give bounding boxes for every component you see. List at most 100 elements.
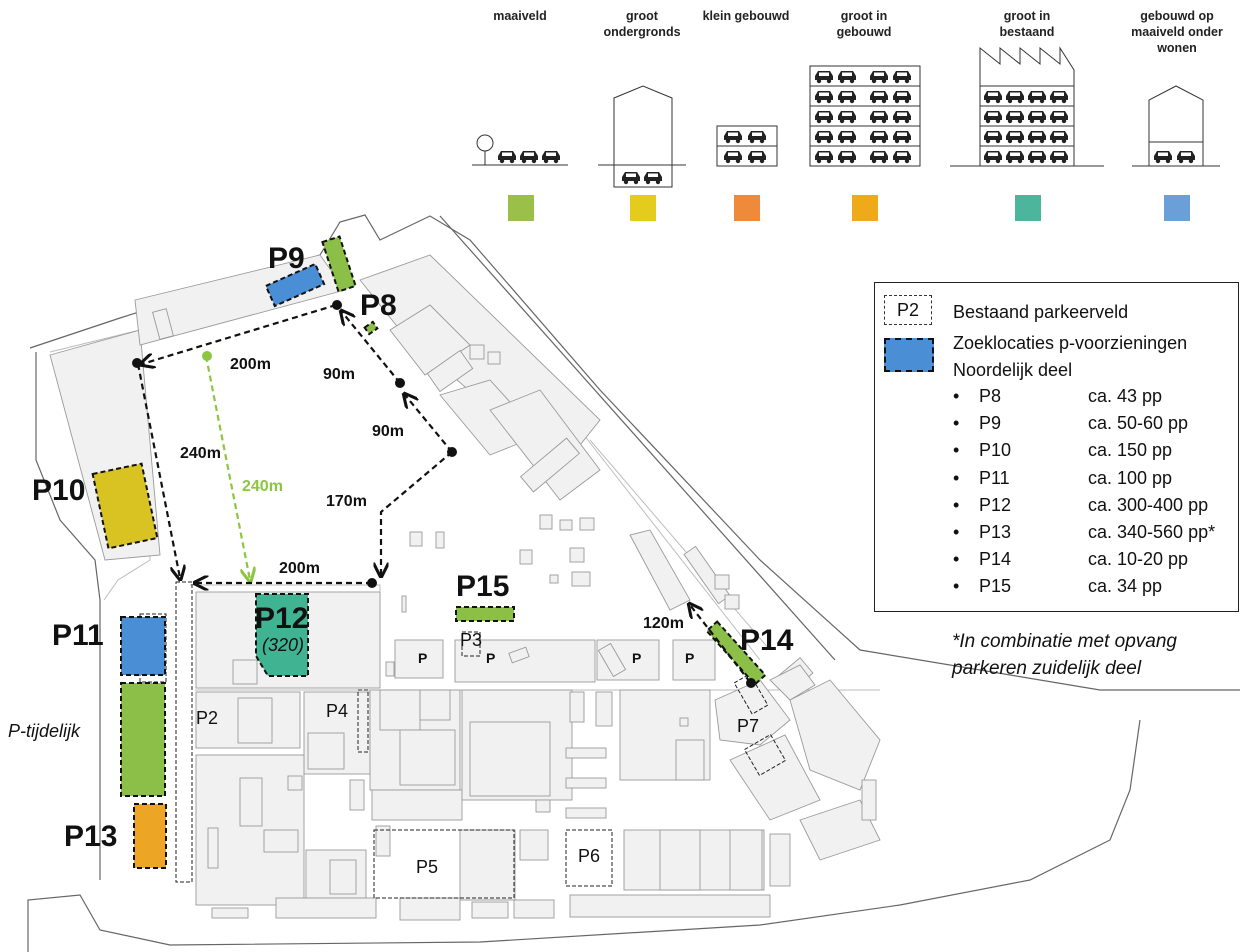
search-location-p11 [120, 616, 166, 676]
legend-item-capacity: ca. 100 pp [1088, 467, 1173, 488]
category-label-groot-in-gebouwd: groot in gebouwd [836, 9, 892, 39]
car-icon [1050, 131, 1068, 144]
search-location-p-tijdelijk [120, 682, 166, 797]
label-p7: P7 [737, 716, 759, 736]
car-icon [748, 131, 766, 144]
legend-item-capacity: ca. 34 pp [1088, 576, 1163, 597]
legend-item-name: P9 [979, 413, 1002, 434]
existing-parking-p6 [565, 829, 613, 887]
legend-item-capacity: ca. 300-400 pp [1088, 494, 1209, 515]
label-p2: P2 [196, 708, 218, 728]
car-icon [870, 111, 888, 124]
node-p8 [332, 300, 342, 310]
legend-item-name: P11 [979, 467, 1010, 488]
car-icon [815, 131, 833, 144]
label-p8: P8 [360, 289, 397, 322]
legend-item-p11: • P11 ca. 100 pp [953, 468, 1233, 494]
car-icon [893, 131, 911, 144]
car-icon [1006, 111, 1024, 124]
category-label-onder-wonen: gebouwd op maaiveld onder wonen [1131, 9, 1223, 55]
label-p15: P15 [456, 570, 509, 603]
bullet: • [953, 413, 960, 434]
car-icon [893, 71, 911, 84]
category-label-maaiveld: maaiveld [493, 9, 547, 23]
legend-item-name: P14 [979, 549, 1012, 570]
car-icon [815, 151, 833, 164]
distance-170m: 170m [326, 493, 367, 510]
pictograms [472, 46, 1220, 188]
route-to-p8 [342, 312, 401, 384]
distance-240m-green: 240m [242, 478, 283, 495]
distance-240m-black: 240m [180, 445, 221, 462]
swatch-maaiveld [508, 195, 534, 221]
car-icon [815, 111, 833, 124]
building-blocks [49, 254, 881, 921]
pictogram-maaiveld [472, 134, 568, 166]
bullet: • [953, 576, 960, 597]
search-location-p8 [363, 320, 379, 336]
swatch-klein-gebouwd [734, 195, 760, 221]
pictogram-groot-in-bestaand [950, 46, 1104, 167]
car-icon [984, 111, 1002, 124]
legend-search-label-1: Zoeklocaties p-voorzieningen [953, 333, 1188, 353]
car-icon [542, 151, 560, 164]
swatch-onder-wonen [1164, 195, 1190, 221]
legend-item-name: P12 [979, 494, 1012, 515]
swatch-groot-in-bestaand [1015, 195, 1041, 221]
car-icon [1028, 131, 1046, 144]
label-p-block-3: P [632, 650, 641, 666]
route-mid-up [405, 395, 453, 453]
car-icon [748, 151, 766, 164]
label-p-tijdelijk: P-tijdelijk [8, 721, 81, 741]
legend-existing-label: Bestaand parkeerveld [953, 302, 1129, 322]
car-icon [838, 151, 856, 164]
node-mid [447, 447, 457, 457]
distance-200m-bottom: 200m [279, 560, 320, 577]
label-p13: P13 [64, 820, 117, 853]
label-p-block-1: P [418, 650, 427, 666]
car-icon [1154, 151, 1172, 164]
label-p-block-2: P [486, 650, 495, 666]
category-label-groot-in-bestaand: groot in bestaand [999, 9, 1055, 39]
legend-panel: P2 Bestaand parkeerveld Zoeklocaties p-v… [874, 282, 1239, 612]
car-icon [1006, 91, 1024, 104]
car-icon [520, 151, 538, 164]
node-south [367, 578, 377, 588]
car-icon [838, 111, 856, 124]
distance-120m: 120m [643, 615, 684, 632]
distance-200m-top: 200m [230, 356, 271, 373]
car-icon [893, 91, 911, 104]
legend-item-name: P10 [979, 440, 1012, 461]
car-icon [984, 151, 1002, 164]
search-location-p9 [264, 262, 326, 308]
swatch-ondergronds [630, 195, 656, 221]
node-90 [395, 378, 405, 388]
car-icon [498, 151, 516, 164]
swatch-groot-in-gebouwd [852, 195, 878, 221]
bullet: • [953, 467, 960, 488]
node-green [202, 351, 212, 361]
car-icon [984, 131, 1002, 144]
label-p4: P4 [326, 701, 348, 721]
existing-parking-p-strip [175, 581, 193, 883]
search-location-p15 [455, 606, 515, 622]
car-icon [1050, 111, 1068, 124]
legend-item-capacity: ca. 43 pp [1088, 386, 1163, 406]
node-p14 [746, 678, 756, 688]
car-icon [870, 71, 888, 84]
search-location-p10 [91, 462, 159, 550]
label-p-block-4: P [685, 650, 694, 666]
car-icon [815, 91, 833, 104]
car-icon [1006, 151, 1024, 164]
car-icon [1050, 151, 1068, 164]
search-locations [91, 235, 767, 869]
car-icon [724, 151, 742, 164]
car-icon [893, 111, 911, 124]
car-icon [838, 91, 856, 104]
footnote: *In combinatie met opvang parkeren zuide… [952, 631, 1177, 679]
